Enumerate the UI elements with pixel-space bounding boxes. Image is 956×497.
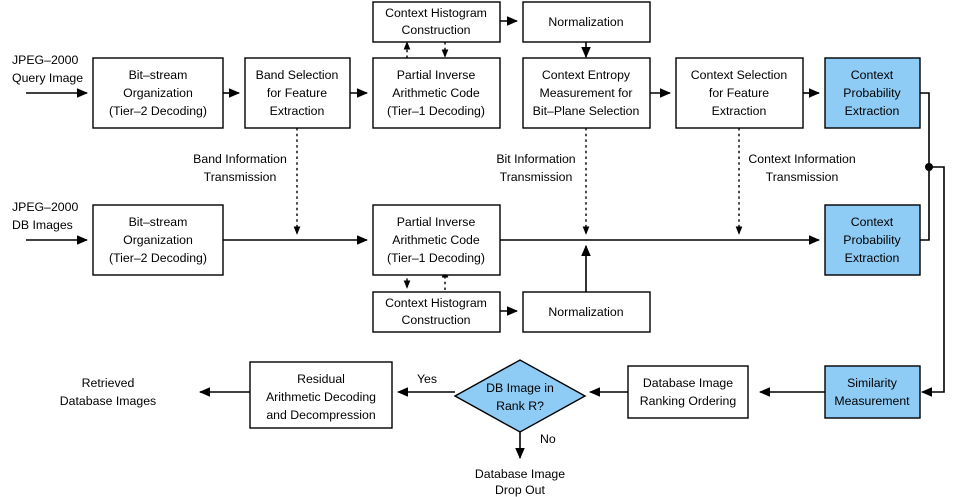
box-db-bitstream-line3: (Tier–2 Decoding) (109, 251, 207, 265)
box-query-context-probability-line3: Extraction (845, 104, 900, 118)
box-query-context-histogram-line1: Context Histogram (385, 6, 487, 20)
box-residual-decoding-line3: and Decompression (266, 408, 376, 422)
box-db-normalization[interactable] (522, 291, 651, 333)
decision-yes-label: Yes (417, 372, 437, 386)
box-db-partial-inverse[interactable] (372, 204, 501, 276)
box-db-context-probability-line1: Context (851, 215, 894, 229)
box-band-selection-line1: Band Selection (256, 68, 339, 82)
box-db-context-probability-line3: Extraction (845, 251, 900, 265)
box-similarity-measurement-line1: Similarity (847, 376, 898, 390)
label-band-information-line2: Transmission (204, 170, 277, 184)
decision-rank-prefix: Rank (496, 399, 528, 413)
box-db-normalization-line1: Normalization (548, 305, 623, 319)
box-query-bitstream[interactable] (92, 57, 224, 129)
output-dropout-line1: Database Image (475, 467, 565, 481)
box-context-entropy-line2: Measurement for (540, 86, 633, 100)
box-db-context-histogram[interactable] (372, 291, 501, 333)
box-db-context-histogram-line1: Context Histogram (385, 296, 487, 310)
box-db-context-probability-line2: Probability (843, 233, 901, 247)
box-context-selection-line1: Context Selection (691, 68, 788, 82)
box-residual-decoding-line2: Arithmetic Decoding (266, 390, 376, 404)
decision-rank-line1: DB Image in (486, 381, 554, 395)
box-band-selection-line2: for Feature (267, 86, 327, 100)
box-band-selection-line3: Extraction (270, 104, 325, 118)
decision-rank-line2: Rank R? (496, 399, 544, 413)
box-db-bitstream[interactable] (92, 204, 224, 276)
box-db-bitstream-line1: Bit–stream (129, 215, 188, 229)
box-db-context-histogram-line2: Construction (401, 313, 470, 327)
output-retrieved-line2: Database Images (60, 394, 156, 408)
decision-rank-variable: R (528, 399, 537, 413)
input-query-line1: JPEG–2000 (12, 53, 78, 67)
box-similarity-measurement-line2: Measurement (834, 394, 910, 408)
box-query-context-probability-line1: Context (851, 68, 894, 82)
box-query-context-histogram[interactable] (372, 1, 501, 43)
box-band-selection[interactable] (244, 57, 351, 129)
box-query-bitstream-line2: Organization (123, 86, 193, 100)
box-context-entropy[interactable] (522, 57, 651, 129)
box-database-ranking-line2: Ranking Ordering (640, 394, 737, 408)
box-query-normalization-line1: Normalization (548, 15, 623, 29)
box-context-selection[interactable] (675, 57, 804, 129)
box-query-bitstream-line3: (Tier–2 Decoding) (109, 104, 207, 118)
box-query-context-histogram-line2: Construction (401, 23, 470, 37)
output-retrieved-line1: Retrieved (82, 376, 135, 390)
label-band-information-line1: Band Information (193, 152, 287, 166)
edge-rail-to-similarity (920, 166, 945, 397)
box-query-partial-inverse-line1: Partial Inverse (397, 68, 476, 82)
input-db-line2: DB Images (12, 218, 73, 232)
box-db-bitstream-line2: Organization (123, 233, 193, 247)
box-db-partial-inverse-line1: Partial Inverse (397, 215, 476, 229)
box-query-context-probability[interactable] (824, 57, 921, 129)
box-db-partial-inverse-line3: (Tier–1 Decoding) (387, 251, 485, 265)
decision-rank-suffix: ? (537, 399, 544, 413)
box-residual-decoding-line1: Residual (297, 372, 345, 386)
label-context-information-line1: Context Information (748, 152, 855, 166)
box-residual-decoding[interactable] (249, 361, 393, 429)
box-context-entropy-line1: Context Entropy (542, 68, 631, 82)
box-db-context-probability[interactable] (824, 204, 921, 276)
box-context-selection-line2: for Feature (709, 86, 769, 100)
box-query-partial-inverse[interactable] (372, 57, 501, 129)
box-query-partial-inverse-line3: (Tier–1 Decoding) (387, 104, 485, 118)
input-query-line2: Query Image (12, 71, 83, 85)
box-database-ranking[interactable] (627, 365, 749, 419)
box-query-normalization[interactable] (522, 1, 651, 43)
box-database-ranking-line1: Database Image (643, 376, 733, 390)
box-context-selection-line3: Extraction (712, 104, 767, 118)
box-similarity-measurement[interactable] (824, 365, 921, 419)
label-bit-information-line1: Bit Information (496, 152, 575, 166)
decision-rank-diamond[interactable] (453, 359, 587, 433)
box-query-partial-inverse-line2: Arithmetic Code (392, 86, 480, 100)
box-query-bitstream-line1: Bit–stream (129, 68, 188, 82)
decision-no-label: No (540, 432, 556, 446)
output-dropout-line2: Drop Out (495, 483, 545, 497)
box-db-partial-inverse-line2: Arithmetic Code (392, 233, 480, 247)
box-query-context-probability-line2: Probability (843, 86, 901, 100)
label-context-information-line2: Transmission (766, 170, 839, 184)
box-context-entropy-line3: Bit–Plane Selection (533, 104, 640, 118)
input-db-line1: JPEG–2000 (12, 200, 78, 214)
label-bit-information-line2: Transmission (500, 170, 573, 184)
